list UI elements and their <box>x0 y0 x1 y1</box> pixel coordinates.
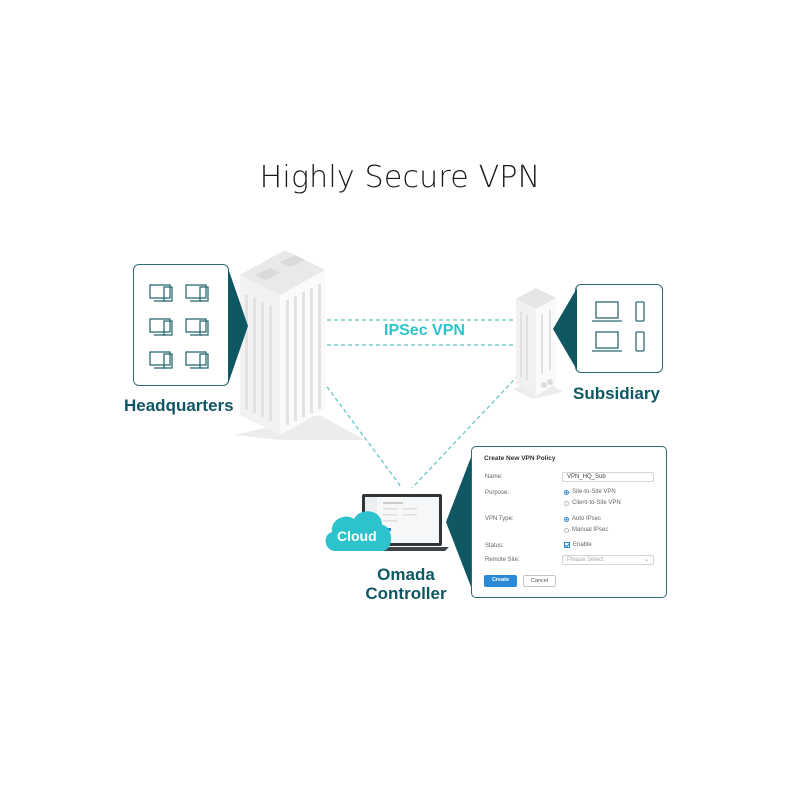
name-label: Name: <box>485 474 503 480</box>
option-label: Manual IPsec <box>572 527 609 533</box>
option-label: Client-to-Site VPN <box>572 500 621 506</box>
radio-unselected-icon[interactable] <box>564 527 569 533</box>
purpose-label: Purpose: <box>485 490 510 496</box>
subsidiary-device-grid <box>592 301 645 352</box>
dialog-title: Create New VPN Policy <box>484 455 556 462</box>
remote-site-placeholder: Please Select <box>567 557 604 563</box>
dialog-pointer-arrow-icon <box>446 452 473 592</box>
ipsec-vpn-label: IPSec VPN <box>384 322 465 339</box>
desktop-computer-icon <box>149 351 173 369</box>
desktop-computer-icon <box>185 351 209 369</box>
subsidiary-to-controller-line <box>411 364 529 489</box>
subsidiary-building-icon <box>513 288 563 399</box>
name-input[interactable]: VPN_HQ_Sub <box>562 472 654 482</box>
headquarters-devices-card <box>133 264 229 386</box>
laptop-icon <box>592 301 622 322</box>
subsidiary-label: Subsidiary <box>573 384 660 403</box>
checkbox-checked-icon[interactable] <box>564 542 570 548</box>
radio-selected-icon[interactable] <box>564 516 569 522</box>
headquarters-building-icon <box>235 250 365 440</box>
checkbox-label: Enable <box>573 542 592 548</box>
cancel-button[interactable]: Cancel <box>523 575 556 587</box>
radio-unselected-icon[interactable] <box>564 500 569 506</box>
headquarters-label: Headquarters <box>124 396 234 415</box>
desktop-computer-icon <box>149 318 173 336</box>
vpn-type-label: VPN Type: <box>485 516 514 522</box>
remote-site-label: Remote Site: <box>485 557 520 563</box>
laptop-icon <box>592 331 622 352</box>
vpn-type-option-auto[interactable]: Auto IPsec <box>564 516 601 522</box>
desktop-computer-icon <box>149 284 173 302</box>
radio-selected-icon[interactable] <box>564 489 569 495</box>
create-button[interactable]: Create <box>484 575 517 587</box>
remote-site-select[interactable]: Please Select ⌄ <box>562 555 654 565</box>
option-label: Site-to-Site VPN <box>572 489 616 495</box>
desktop-computer-icon <box>185 318 209 336</box>
status-label: Status: <box>485 543 504 549</box>
cloud-label: Cloud <box>337 528 377 544</box>
purpose-option-client-to-site[interactable]: Client-to-Site VPN <box>564 500 621 506</box>
desktop-computer-icon <box>185 284 209 302</box>
status-enable-checkbox[interactable]: Enable <box>564 542 592 548</box>
omada-controller-label-line1: Omada <box>377 565 435 584</box>
subsidiary-pointer-arrow-icon <box>553 288 577 370</box>
omada-controller-label: Omada Controller <box>356 565 456 603</box>
vpn-type-option-manual[interactable]: Manual IPsec <box>564 527 608 533</box>
omada-controller-label-line2: Controller <box>365 584 447 603</box>
smartphone-icon <box>635 301 645 322</box>
purpose-option-site-to-site[interactable]: Site-to-Site VPN <box>564 489 616 495</box>
headquarters-pointer-arrow-icon <box>228 268 248 384</box>
create-vpn-policy-dialog: Create New VPN Policy Name: VPN_HQ_Sub P… <box>471 446 667 598</box>
smartphone-icon <box>635 331 645 352</box>
chevron-down-icon: ⌄ <box>643 557 649 563</box>
subsidiary-devices-card <box>575 284 663 373</box>
page-title: Highly Secure VPN <box>259 160 541 195</box>
cloud-icon <box>325 511 391 551</box>
option-label: Auto IPsec <box>572 516 602 522</box>
desktop-computer-grid <box>149 284 209 369</box>
